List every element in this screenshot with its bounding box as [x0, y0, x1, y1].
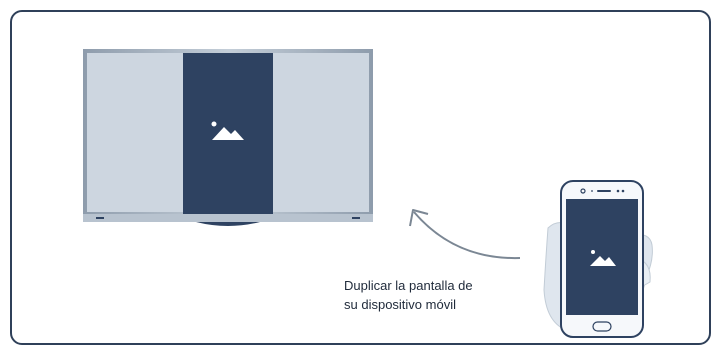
caption-line-2: su dispositivo móvil	[344, 297, 456, 312]
phone-home-button	[592, 321, 612, 332]
tv-bottom-bar	[83, 214, 373, 222]
phone-speaker	[597, 190, 611, 192]
caption: Duplicar la pantalla de su dispositivo m…	[344, 276, 544, 314]
phone-camera	[580, 188, 586, 194]
tv-led-left	[96, 217, 104, 219]
curved-arrow-icon	[409, 209, 521, 260]
tv-stand	[196, 222, 260, 226]
phone	[560, 180, 644, 338]
diagram-frame	[10, 10, 711, 345]
caption-line-1: Duplicar la pantalla de	[344, 278, 473, 293]
tv-led-right	[352, 217, 360, 219]
phone-screen	[566, 199, 638, 315]
image-icon	[211, 121, 244, 140]
image-icon	[590, 250, 616, 266]
tv	[83, 49, 373, 226]
